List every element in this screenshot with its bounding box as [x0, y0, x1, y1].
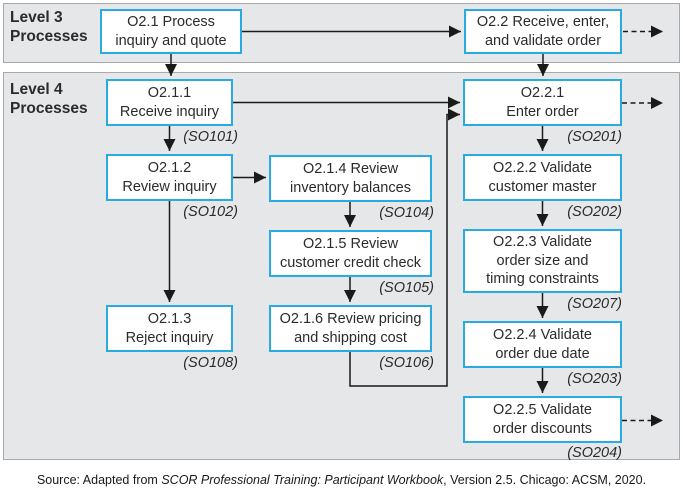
process-tag-so104: (SO104): [379, 205, 434, 221]
process-tag-so204: (SO204): [567, 445, 622, 461]
source-suffix: , Version 2.5. Chicago: ACSM, 2020.: [443, 473, 647, 487]
process-tag-so102: (SO102): [183, 204, 238, 220]
level3-band-label: Level 3 Processes: [10, 9, 88, 45]
process-box-o213: O2.1.3 Reject inquiry: [106, 305, 233, 352]
process-box-o22: O2.2 Receive, enter, and validate order: [464, 9, 622, 54]
process-box-o223: O2.2.3 Validate order size and timing co…: [463, 229, 622, 293]
process-box-o222: O2.2.2 Validate customer master: [463, 154, 622, 201]
process-box-o214: O2.1.4 Review inventory balances: [269, 155, 432, 202]
process-tag-so203: (SO203): [567, 371, 622, 387]
level4-band-label: Level 4 Processes: [10, 81, 88, 117]
process-box-o215: O2.1.5 Review customer credit check: [269, 230, 432, 277]
process-tag-so207: (SO207): [567, 296, 622, 312]
process-box-o224: O2.2.4 Validate order due date: [463, 321, 622, 368]
process-tag-so108: (SO108): [183, 355, 238, 371]
source-prefix: Source: Adapted from: [36, 473, 162, 487]
process-box-o21: O2.1 Process inquiry and quote: [100, 9, 242, 54]
process-box-o225: O2.2.5 Validate order discounts: [463, 396, 622, 443]
source-caption: Source: Adapted from SCOR Professional T…: [0, 473, 683, 487]
process-box-o211: O2.1.1 Receive inquiry: [106, 79, 233, 126]
process-tag-so105: (SO105): [379, 280, 434, 296]
process-tag-so201: (SO201): [567, 129, 622, 145]
process-tag-so106: (SO106): [379, 355, 434, 371]
process-tag-so101: (SO101): [183, 129, 238, 145]
process-tag-so202: (SO202): [567, 204, 622, 220]
source-work-title: SCOR Professional Training: Participant …: [161, 473, 444, 487]
process-box-o221: O2.2.1 Enter order: [463, 79, 622, 126]
process-box-o216: O2.1.6 Review pricing and shipping cost: [269, 305, 432, 352]
process-box-o212: O2.1.2 Review inquiry: [106, 154, 233, 201]
